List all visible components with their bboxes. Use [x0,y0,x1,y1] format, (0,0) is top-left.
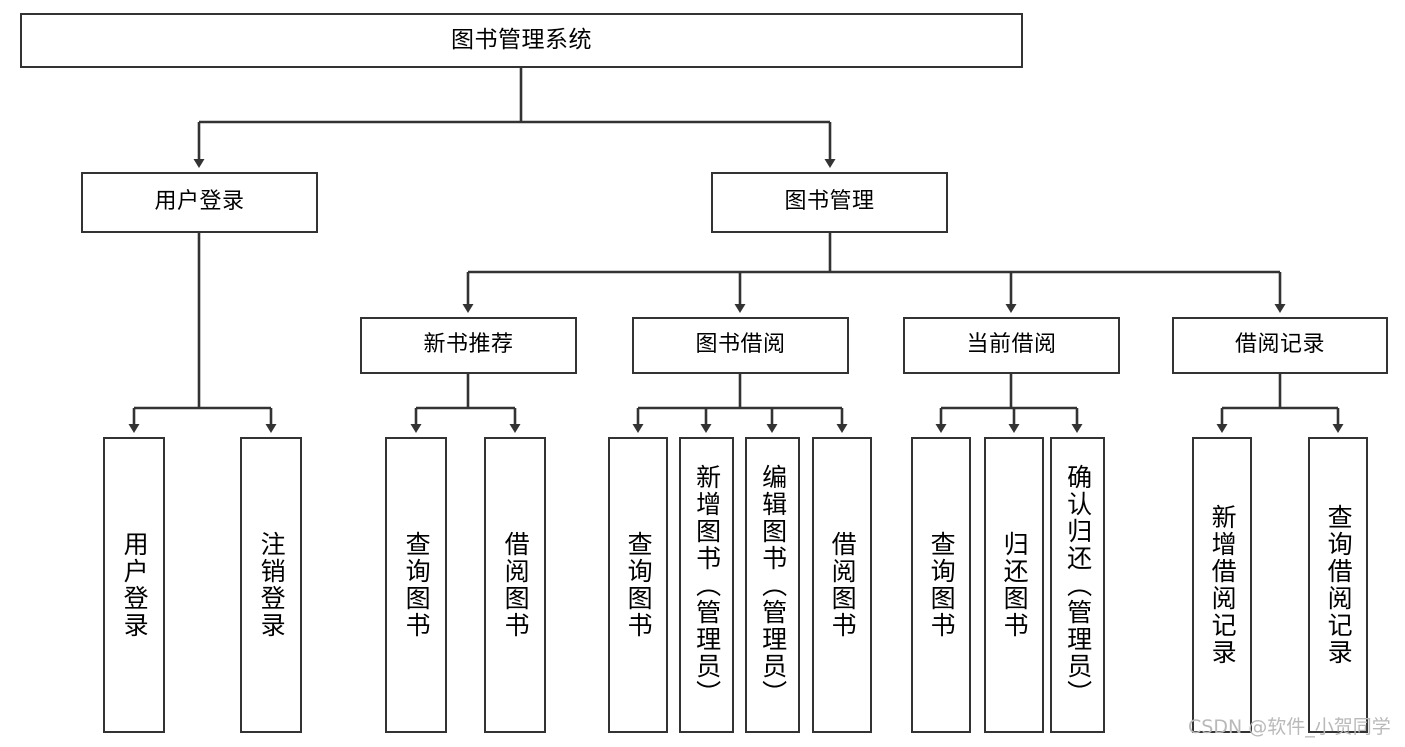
node-label: 借阅图书 [828,531,858,639]
node-leaf-add-book-admin[interactable]: 新增图书（管理员） [679,437,734,733]
node-book-manage[interactable]: 图书管理 [711,172,948,233]
edges-borrowrecord-to-leaves [1216,374,1344,433]
node-leaf-borrow-book-1[interactable]: 借阅图书 [484,437,546,733]
node-borrow-record[interactable]: 借阅记录 [1172,317,1388,374]
node-label: 当前借阅 [966,332,1057,358]
edges-newbook-to-leaves [410,374,521,433]
node-label: 借阅记录 [1234,332,1325,358]
csdn-watermark: CSDN @软件_小贺同学 [1188,716,1391,738]
node-leaf-query-borrow-record[interactable]: 查询借阅记录 [1308,437,1368,733]
node-book-borrow[interactable]: 图书借阅 [632,317,849,374]
node-label: 查询图书 [402,531,432,639]
node-label: 编辑图书（管理员） [758,463,788,707]
node-label: 归还图书 [1000,531,1030,639]
node-root-system[interactable]: 图书管理系统 [20,13,1023,68]
node-label: 注销登录 [257,531,287,639]
node-label: 图书借阅 [695,332,786,358]
node-leaf-edit-book-admin[interactable]: 编辑图书（管理员） [745,437,800,733]
edges-userlogin-to-leaves [128,233,277,433]
node-new-book-recommend[interactable]: 新书推荐 [360,317,577,374]
edges-root-to-level2 [193,68,836,168]
node-label: 图书管理系统 [451,27,592,54]
edges-bookborrow-to-leaves [632,374,848,433]
node-leaf-return-book[interactable]: 归还图书 [984,437,1044,733]
node-label: 查询图书 [927,531,957,639]
node-label: 图书管理 [784,189,875,215]
edges-bookmanage-to-level3 [462,233,1286,313]
node-user-login[interactable]: 用户登录 [81,172,318,233]
node-current-borrow[interactable]: 当前借阅 [903,317,1120,374]
node-label: 新增借阅记录 [1208,504,1238,666]
node-label: 用户登录 [154,189,245,215]
node-leaf-query-book-1[interactable]: 查询图书 [385,437,447,733]
node-label: 查询图书 [624,531,654,639]
node-leaf-user-login[interactable]: 用户登录 [103,437,165,733]
node-leaf-query-book-3[interactable]: 查询图书 [911,437,971,733]
node-label: 新书推荐 [423,332,514,358]
node-label: 用户登录 [120,531,150,639]
node-label: 确认归还（管理员） [1063,463,1093,707]
node-leaf-add-borrow-record[interactable]: 新增借阅记录 [1192,437,1252,733]
node-leaf-logout-login[interactable]: 注销登录 [240,437,302,733]
node-label: 借阅图书 [501,531,531,639]
edges-currentborrow-to-leaves [935,374,1083,433]
node-label: 新增图书（管理员） [692,463,722,707]
node-leaf-confirm-return-admin[interactable]: 确认归还（管理员） [1050,437,1105,733]
node-label: 查询借阅记录 [1324,504,1354,666]
node-leaf-borrow-book-2[interactable]: 借阅图书 [812,437,872,733]
node-leaf-query-book-2[interactable]: 查询图书 [608,437,668,733]
